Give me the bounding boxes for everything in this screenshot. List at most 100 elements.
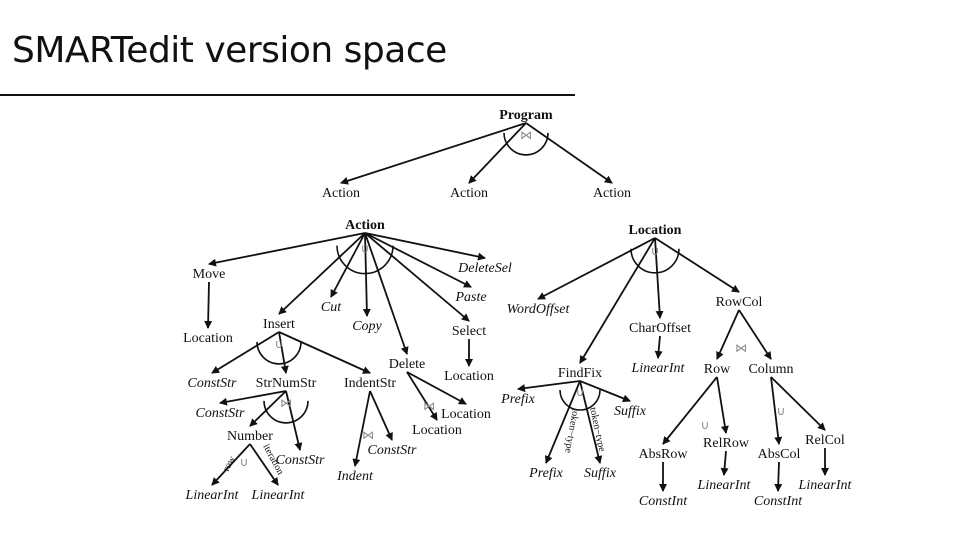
edge-action-select <box>364 232 470 322</box>
edge-strnum-number <box>249 390 287 427</box>
edge-findfix-ffSuffix2 <box>579 380 603 464</box>
edge-indentstr-indent <box>352 390 371 467</box>
node-pa2: Action <box>450 186 488 201</box>
join-operator-icon-delete: ⋈ <box>423 399 435 413</box>
node-delete: Delete <box>389 357 426 372</box>
union-operator-icon-insert: ∪ <box>275 337 284 351</box>
node-insert: Insert <box>263 317 295 332</box>
node-absrow: AbsRow <box>638 447 688 462</box>
union-operator-icon-action: ∪ <box>361 241 370 255</box>
edge-relrow-relrowLin <box>720 450 729 476</box>
edge-program-pa1 <box>340 122 527 185</box>
node-ffPrefix1: Prefix <box>500 392 535 407</box>
node-snsConst2: ConstStr <box>275 453 325 468</box>
edge-action-delete <box>364 232 409 355</box>
node-selLoc: Location <box>444 369 494 384</box>
node-pa1: Action <box>322 186 360 201</box>
node-moveLoc: Location <box>183 331 233 346</box>
node-numLin1: LinearInt <box>185 488 240 503</box>
operator-arc-findfix <box>559 389 601 411</box>
edge-program-pa3 <box>525 122 613 184</box>
edge-number-numLin2 <box>249 443 279 486</box>
union-operator-icon-location: ∪ <box>651 244 660 258</box>
node-strnum: StrNumStr <box>256 376 317 391</box>
node-absrowInt: ConstInt <box>639 494 688 509</box>
node-copy: Copy <box>352 319 382 334</box>
join-operator-icon-strnum: ⋈ <box>280 396 292 410</box>
edge-insert-indentstr <box>278 331 371 374</box>
operator-arc-action <box>336 245 394 275</box>
node-relcolLin: LinearInt <box>798 478 853 493</box>
node-abscol: AbsCol <box>758 447 801 462</box>
slide-title: SMARTedit version space <box>12 30 447 71</box>
node-abscolInt: ConstInt <box>754 494 803 509</box>
edge-findfix-ffSuffix1 <box>579 380 631 403</box>
edge-action-move <box>208 232 366 267</box>
edge-rowcol-column <box>738 309 772 360</box>
union-operator-icon-row: ∪ <box>701 418 710 432</box>
edge-column-relcol <box>770 376 826 431</box>
edge-label-token-type-right: token−type <box>587 406 607 453</box>
edge-location-charoffset <box>654 237 664 319</box>
edge-action-cut <box>330 232 366 298</box>
edge-indentstr-indConst <box>369 390 393 441</box>
node-indent: Indent <box>336 469 374 484</box>
node-relrowLin: LinearInt <box>697 478 752 493</box>
edge-row-relrow <box>716 376 729 434</box>
node-wordoffset: WordOffset <box>507 302 571 317</box>
node-paste: Paste <box>454 290 486 305</box>
operator-arc-insert <box>256 341 302 365</box>
node-delLoc1: Location <box>412 423 462 438</box>
edge-delete-delLoc2 <box>406 371 467 405</box>
operator-arc-strnum <box>263 400 309 424</box>
node-snsConst1: ConstStr <box>195 406 245 421</box>
edge-move-moveLoc <box>204 281 213 329</box>
edge-findfix-ffPrefix2 <box>544 380 581 464</box>
node-charoffset: CharOffset <box>629 321 691 336</box>
operator-arc-location <box>630 248 680 274</box>
node-column: Column <box>748 362 793 377</box>
edge-charoffset-charLin <box>654 335 663 359</box>
node-ffSuffix2: Suffix <box>584 466 617 481</box>
edge-action-insert <box>278 232 366 315</box>
edge-label-row: row <box>221 454 238 474</box>
join-operator-icon-indentstr: ⋈ <box>362 428 374 442</box>
join-operator-icon-rowcol: ⋈ <box>735 341 747 355</box>
node-number: Number <box>227 429 273 444</box>
node-select: Select <box>452 324 486 339</box>
node-rowcol: RowCol <box>716 295 763 310</box>
node-insConst: ConstStr <box>187 376 237 391</box>
edge-action-deletesel <box>364 232 486 261</box>
edge-number-numLin1 <box>211 443 251 486</box>
node-relcol: RelCol <box>805 433 845 448</box>
node-ffSuffix1: Suffix <box>614 404 647 419</box>
edge-delete-delLoc1 <box>406 371 438 421</box>
union-operator-icon-number: ∪ <box>240 455 249 469</box>
edge-location-rowcol <box>654 237 740 293</box>
node-cut: Cut <box>321 300 342 315</box>
node-deletesel: DeleteSel <box>457 261 512 276</box>
join-operator-icon-program: ⋈ <box>520 128 532 142</box>
title-underline <box>0 94 575 96</box>
union-operator-icon-column: ∪ <box>777 404 786 418</box>
node-row: Row <box>704 362 731 377</box>
edge-row-absrow <box>662 376 718 445</box>
node-ffPrefix2: Prefix <box>528 466 563 481</box>
edge-label-token-type-left: token−type <box>562 407 581 454</box>
node-numLin2: LinearInt <box>251 488 306 503</box>
node-delLoc2: Location <box>441 407 491 422</box>
edge-insert-insConst <box>211 331 280 374</box>
node-findfix: FindFix <box>558 366 602 381</box>
node-pa3: Action <box>593 186 631 201</box>
node-charLin: LinearInt <box>631 361 686 376</box>
edge-findfix-ffPrefix1 <box>517 380 581 393</box>
edge-insert-strnum <box>278 331 289 374</box>
edge-location-findfix <box>579 237 656 364</box>
edge-action-copy <box>362 232 371 317</box>
edge-action-paste <box>364 232 472 288</box>
edge-abscol-abscolInt <box>774 461 783 492</box>
edge-column-abscol <box>770 376 783 445</box>
node-action: Action <box>345 218 385 233</box>
edge-strnum-snsConst2 <box>285 390 303 451</box>
